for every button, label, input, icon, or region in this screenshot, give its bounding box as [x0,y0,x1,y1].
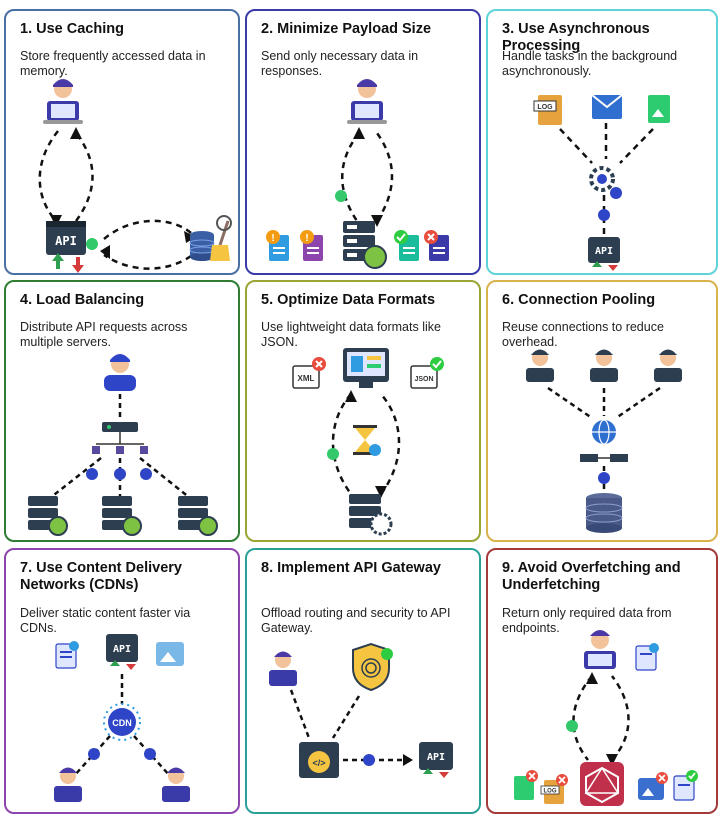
cdn-diagram: API CDN [54,634,190,802]
monitor-icon [343,348,389,388]
card-title: 4. Load Balancing [20,292,145,308]
card-description: Use lightweight data formats like JSON. [261,320,441,349]
server-icon [178,496,218,536]
card-description: Store frequently accessed data in memory… [20,49,206,78]
card-connection-pooling: 6. Connection Pooling Reuse connections … [486,280,718,542]
image-icon [156,642,184,666]
svg-text:LOG: LOG [544,789,557,795]
image-error-icon [638,772,668,800]
hourglass-icon [353,425,381,456]
cdn-icon: CDN [103,703,141,741]
api-icon: API [419,742,453,778]
svg-text:API: API [427,752,445,763]
connection-node-icon [610,454,628,462]
svg-text:JSON: JSON [414,376,433,383]
gear-icon [216,215,232,231]
api-gateway-diagram: </> API [269,642,453,778]
card-description: Send only necessary data in responses. [261,49,419,78]
broom-icon [210,220,230,261]
user-icon [269,651,297,686]
card-api-gateway: 8. Implement API Gateway Offload routing… [245,548,481,814]
card-description: Return only required data from endpoints… [502,606,672,635]
server-icon [102,496,142,536]
svg-text:CDN: CDN [112,718,132,728]
data-formats-diagram: XML JSON [292,348,444,536]
document-icon [55,641,79,669]
user-icon [104,354,136,391]
user-icon [654,349,682,382]
file-check-icon [394,230,419,261]
card-cdn: 7. Use Content Delivery Networks (CDNs) … [4,548,240,814]
card-title: 3. Use Asynchronous Processing [502,21,650,54]
card-use-caching: 1. Use Caching Store frequently accessed… [4,9,240,275]
card-async-processing: 3. Use Asynchronous Processing Handle ta… [486,9,718,275]
xml-file-icon: XML [292,357,326,389]
document-icon [635,643,659,671]
load-balancing-diagram [28,354,218,536]
graphql-icon [580,762,624,806]
card-load-balancing: 4. Load Balancing Distribute API request… [4,280,240,542]
svg-text:XML: XML [298,374,315,383]
document-check-icon [673,770,698,801]
card-title: 7. Use Content Delivery Networks (CDNs) [20,560,182,593]
log-file-error-icon: LOG [540,774,568,804]
log-file-icon: LOG [533,95,562,125]
card-title: 8. Implement API Gateway [261,560,441,576]
user-icon [43,79,83,124]
server-icon [349,494,393,536]
database-icon [585,493,623,533]
svg-text:!: ! [305,233,308,244]
user-icon [54,767,82,802]
svg-text:API: API [113,644,131,655]
svg-text:!: ! [271,233,274,244]
user-icon [162,767,190,802]
card-title: 9. Avoid Overfetching and Underfetching [502,560,681,593]
svg-text:</>: </> [312,758,325,768]
gear-icon [589,166,622,199]
async-diagram: LOG API [533,94,670,271]
connection-pooling-diagram [526,349,682,533]
api-icon: API [588,237,620,271]
card-title: 5. Optimize Data Formats [261,292,436,308]
file-warning-icon: ! [300,230,323,261]
overfetching-diagram: LOG [514,630,698,806]
server-icon [28,496,68,536]
svg-text:API: API [595,246,613,257]
fingerprint-shield-icon [352,642,393,692]
user-icon [347,79,387,124]
user-icon [584,630,616,669]
connection-node-icon [580,454,598,462]
card-description: Reuse connections to reduce overhead. [502,320,664,349]
card-title: 6. Connection Pooling [502,292,656,308]
card-description: Distribute API requests across multiple … [20,320,188,349]
image-file-icon [648,95,670,123]
caching-diagram: API [38,79,232,273]
file-error-icon [424,230,449,261]
gateway-icon: </> [299,742,339,778]
database-icon [189,231,215,261]
card-overfetching: 9. Avoid Overfetching and Underfetching … [486,548,718,814]
server-icon [343,221,387,269]
email-icon [591,94,623,119]
file-warning-icon: ! [266,230,289,261]
card-title: 1. Use Caching [20,21,124,37]
user-icon [590,349,618,382]
card-description: Handle tasks in the background asynchron… [502,49,678,78]
card-description: Offload routing and security to API Gate… [261,606,451,635]
api-icon: API [106,634,138,670]
payload-diagram: ! ! [266,79,449,269]
image-file-error-icon [514,770,538,800]
card-optimize-data-formats: 5. Optimize Data Formats Use lightweight… [245,280,481,542]
user-icon [526,349,554,382]
svg-text:API: API [55,234,77,248]
card-description: Deliver static content faster via CDNs. [20,606,191,635]
api-icon: API [46,221,86,273]
card-title: 2. Minimize Payload Size [261,21,432,37]
card-minimize-payload: 2. Minimize Payload Size Send only neces… [245,9,481,275]
svg-text:LOG: LOG [537,104,553,111]
load-balancer-icon [102,422,138,432]
json-file-icon: JSON [410,357,444,389]
